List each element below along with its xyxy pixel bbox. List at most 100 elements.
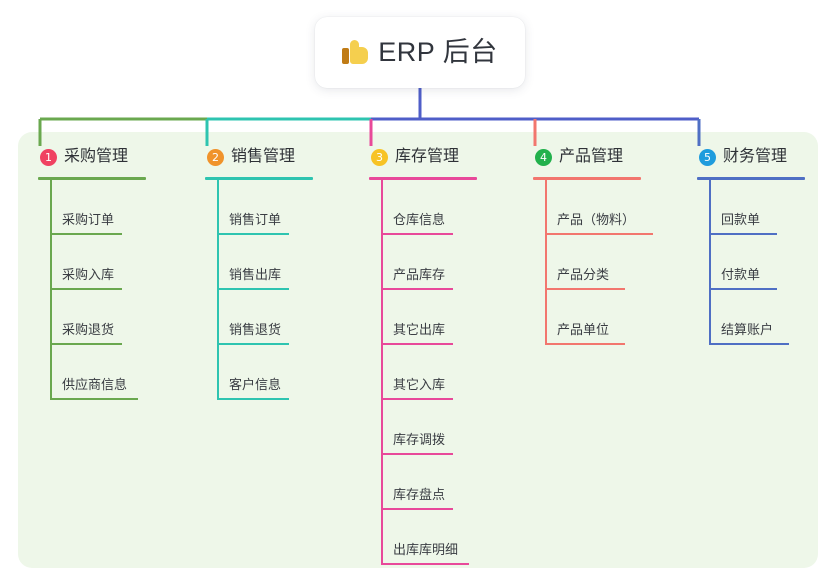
leaf-item[interactable]: 付款单 [697, 235, 805, 290]
column-title: 产品管理 [559, 148, 624, 165]
leaf-item-label: 采购入库 [62, 267, 115, 282]
column-title: 财务管理 [723, 148, 788, 165]
branch-spine [545, 180, 547, 345]
leaf-item[interactable]: 采购退货 [38, 290, 146, 345]
column-title: 库存管理 [395, 148, 460, 165]
leaf-item-underline [381, 343, 453, 345]
leaf-item[interactable]: 产品分类 [533, 235, 641, 290]
branch-spine [50, 180, 52, 400]
branch-spine [381, 180, 383, 565]
leaf-item[interactable]: 销售出库 [205, 235, 313, 290]
leaf-list: 产品（物料） 产品分类产品单位 [533, 180, 653, 345]
column-badge-icon: 2 [207, 148, 224, 166]
leaf-item-underline [709, 343, 789, 345]
leaf-item[interactable]: 库存盘点 [369, 455, 477, 510]
leaf-item[interactable]: 产品（物料） [533, 180, 653, 235]
leaf-item-underline [545, 233, 653, 235]
column-underline [205, 177, 313, 180]
root-node[interactable]: ERP 后台 [315, 17, 525, 88]
column-header-2[interactable]: 2 销售管理 [205, 146, 313, 168]
leaf-item-label: 供应商信息 [62, 377, 128, 392]
thumbs-up-icon [342, 39, 369, 66]
leaf-item[interactable]: 客户信息 [205, 345, 313, 400]
column-title: 销售管理 [231, 148, 296, 165]
leaf-item-label: 产品库存 [393, 267, 446, 282]
leaf-item[interactable]: 供应商信息 [38, 345, 146, 400]
leaf-list: 销售订单销售出库销售退货客户信息 [205, 180, 313, 400]
column-2: 2 销售管理销售订单销售出库销售退货客户信息 [205, 146, 313, 400]
leaf-item-label: 销售订单 [229, 212, 282, 227]
column-underline [697, 177, 805, 180]
leaf-list: 回款单付款单结算账户 [697, 180, 805, 345]
leaf-item-underline [709, 233, 777, 235]
branch-spine [217, 180, 219, 400]
leaf-item[interactable]: 仓库信息 [369, 180, 477, 235]
leaf-item-label: 产品单位 [557, 322, 610, 337]
leaf-item[interactable]: 采购入库 [38, 235, 146, 290]
leaf-item[interactable]: 其它出库 [369, 290, 477, 345]
leaf-item-label: 回款单 [721, 212, 761, 227]
leaf-item[interactable]: 回款单 [697, 180, 805, 235]
leaf-item-label: 采购退货 [62, 322, 115, 337]
column-header-5[interactable]: 5 财务管理 [697, 146, 805, 168]
column-underline [38, 177, 146, 180]
leaf-item-label: 付款单 [721, 267, 761, 282]
leaf-item-underline [545, 288, 625, 290]
column-3: 3 库存管理仓库信息产品库存其它出库其它入库库存调拨库存盘点出库库明细 [369, 146, 477, 565]
leaf-item-label: 结算账户 [721, 322, 774, 337]
leaf-item-label: 销售出库 [229, 267, 282, 282]
column-underline [369, 177, 477, 180]
diagram-panel [18, 132, 818, 568]
leaf-item[interactable]: 产品单位 [533, 290, 641, 345]
leaf-item-label: 产品分类 [557, 267, 610, 282]
column-header-3[interactable]: 3 库存管理 [369, 146, 477, 168]
leaf-item-underline [381, 453, 453, 455]
column-title: 采购管理 [64, 148, 129, 165]
leaf-list: 采购订单采购入库采购退货供应商信息 [38, 180, 146, 400]
leaf-item[interactable]: 库存调拨 [369, 400, 477, 455]
leaf-item-underline [381, 563, 469, 565]
leaf-item-label: 客户信息 [229, 377, 282, 392]
leaf-item-label: 其它入库 [393, 377, 446, 392]
leaf-item[interactable]: 其它入库 [369, 345, 477, 400]
leaf-list: 仓库信息产品库存其它出库其它入库库存调拨库存盘点出库库明细 [369, 180, 477, 565]
column-badge-icon: 3 [371, 148, 388, 166]
root-title: ERP 后台 [378, 37, 498, 67]
leaf-item-label: 出库库明细 [393, 542, 459, 557]
leaf-item-underline [217, 398, 289, 400]
leaf-item-label: 销售退货 [229, 322, 282, 337]
leaf-item-underline [381, 398, 453, 400]
leaf-item-label: 采购订单 [62, 212, 115, 227]
leaf-item[interactable]: 出库库明细 [369, 510, 477, 565]
leaf-item-underline [217, 343, 289, 345]
leaf-item[interactable]: 销售订单 [205, 180, 313, 235]
leaf-item-underline [217, 288, 289, 290]
leaf-item-label: 其它出库 [393, 322, 446, 337]
column-1: 1 采购管理采购订单采购入库采购退货供应商信息 [38, 146, 146, 400]
column-5: 5 财务管理回款单付款单结算账户 [697, 146, 805, 345]
leaf-item-label: 库存调拨 [393, 432, 446, 447]
leaf-item-underline [709, 288, 777, 290]
leaf-item[interactable]: 销售退货 [205, 290, 313, 345]
leaf-item-label: 产品（物料） [557, 212, 636, 227]
leaf-item-label: 库存盘点 [393, 487, 446, 502]
column-underline [533, 177, 641, 180]
leaf-item-underline [381, 508, 453, 510]
leaf-item-underline [381, 288, 453, 290]
leaf-item-underline [50, 288, 122, 290]
leaf-item[interactable]: 结算账户 [697, 290, 805, 345]
leaf-item-underline [545, 343, 625, 345]
leaf-item-underline [217, 233, 289, 235]
leaf-item[interactable]: 产品库存 [369, 235, 477, 290]
column-badge-icon: 1 [40, 148, 57, 166]
leaf-item[interactable]: 采购订单 [38, 180, 146, 235]
leaf-item-label: 仓库信息 [393, 212, 446, 227]
column-header-1[interactable]: 1 采购管理 [38, 146, 146, 168]
leaf-item-underline [50, 398, 138, 400]
leaf-item-underline [381, 233, 453, 235]
column-badge-icon: 5 [699, 148, 716, 166]
